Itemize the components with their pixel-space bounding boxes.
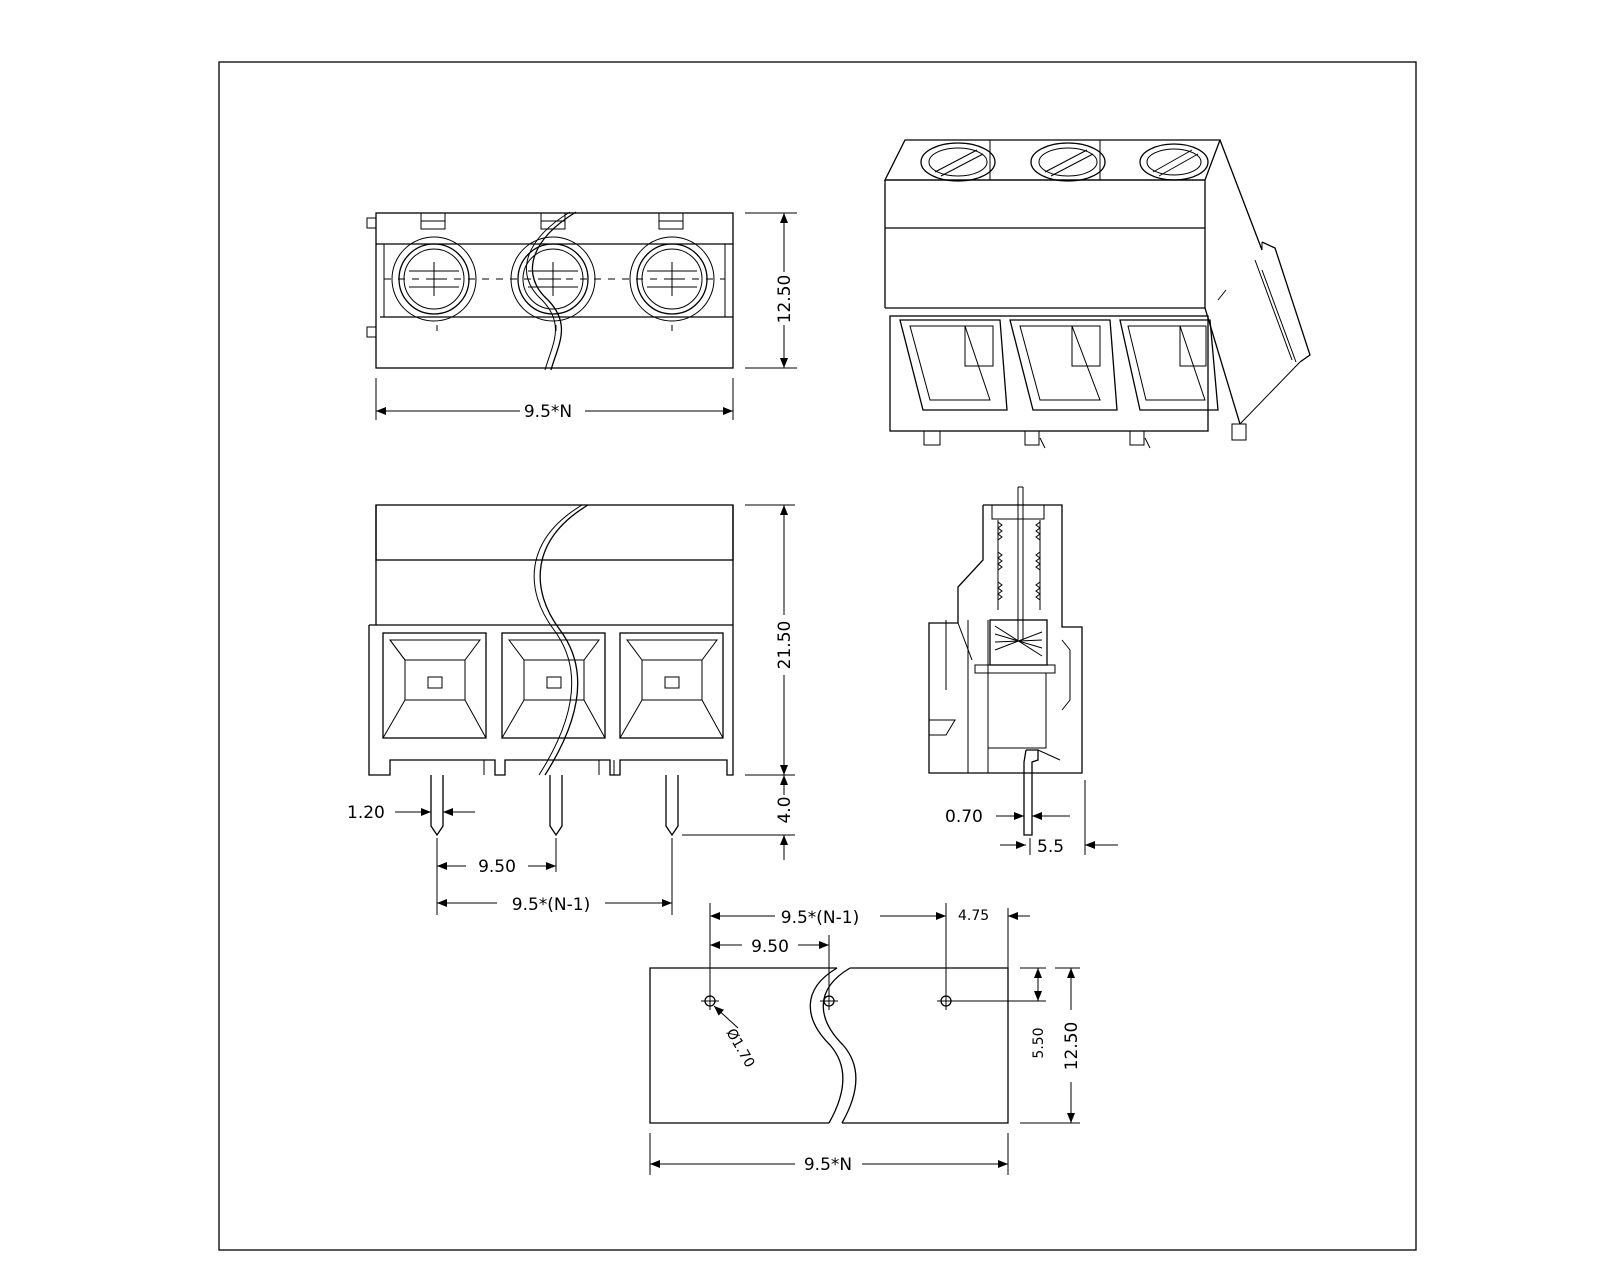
top-view xyxy=(366,211,734,371)
pcb-edge-label: 4.75 xyxy=(958,908,989,924)
isometric-view xyxy=(883,139,1311,449)
pcb-layout-view: Ø1.70 xyxy=(649,903,1009,1124)
span-front-label: 9.5*(N-1) xyxy=(512,895,590,915)
top-width-label: 9.5*N xyxy=(524,402,572,422)
pin-length-dimension: 4.0 xyxy=(682,775,795,860)
top-height-dimension: 12.50 xyxy=(745,212,797,369)
pcb-span-dimension: 9.5*(N-1) xyxy=(710,908,946,928)
slotted-screw-icon xyxy=(629,236,715,322)
break-line-icon xyxy=(539,504,589,776)
terminal-cell xyxy=(382,632,487,739)
pcb-pitch-dimension: 9.50 xyxy=(710,937,829,957)
side-offset-label: 5.5 xyxy=(1037,837,1064,857)
side-pin-label: 0.70 xyxy=(945,807,983,827)
terminal-cell xyxy=(619,632,724,739)
slotted-screw-icon xyxy=(510,236,596,322)
top-width-dimension: 9.5*N xyxy=(375,378,734,422)
front-view xyxy=(368,504,734,837)
break-line-icon xyxy=(531,211,577,371)
slotted-screw-icon xyxy=(391,236,477,322)
side-pin-dimension: 0.70 xyxy=(945,807,1070,827)
pin-width-label: 1.20 xyxy=(347,803,385,823)
side-section-view xyxy=(928,486,1083,836)
pcb-edge-dimension: 4.75 xyxy=(958,908,1030,924)
pcb-pitch-label: 9.50 xyxy=(751,937,789,957)
front-height-label: 21.50 xyxy=(775,621,795,670)
pcb-hole-label: Ø1.70 xyxy=(723,1026,758,1071)
terminal-cell xyxy=(501,632,606,739)
pitch-front-label: 9.50 xyxy=(478,857,516,877)
top-height-label: 12.50 xyxy=(775,275,795,324)
side-offset-dimension: 5.5 xyxy=(1000,780,1118,857)
span-front-dimension: 9.5*(N-1) xyxy=(437,838,673,915)
pcb-width-label: 9.5*N xyxy=(804,1155,852,1175)
pcb-width-dimension: 9.5*N xyxy=(649,1133,1009,1175)
pcb-height-label: 12.50 xyxy=(1062,1022,1082,1071)
pin-width-dimension: 1.20 xyxy=(347,803,475,823)
drawing-frame xyxy=(218,61,1417,1251)
pin-length-label: 4.0 xyxy=(775,796,795,823)
pcb-span-label: 9.5*(N-1) xyxy=(781,908,859,928)
pcb-height-dimension: 12.50 xyxy=(1020,967,1082,1124)
pcb-row-label: 5.50 xyxy=(1031,1027,1047,1058)
break-line-icon xyxy=(809,967,844,1124)
pcb-row-dimension: 5.50 xyxy=(955,967,1047,1059)
front-height-dimension: 21.50 xyxy=(745,504,795,776)
